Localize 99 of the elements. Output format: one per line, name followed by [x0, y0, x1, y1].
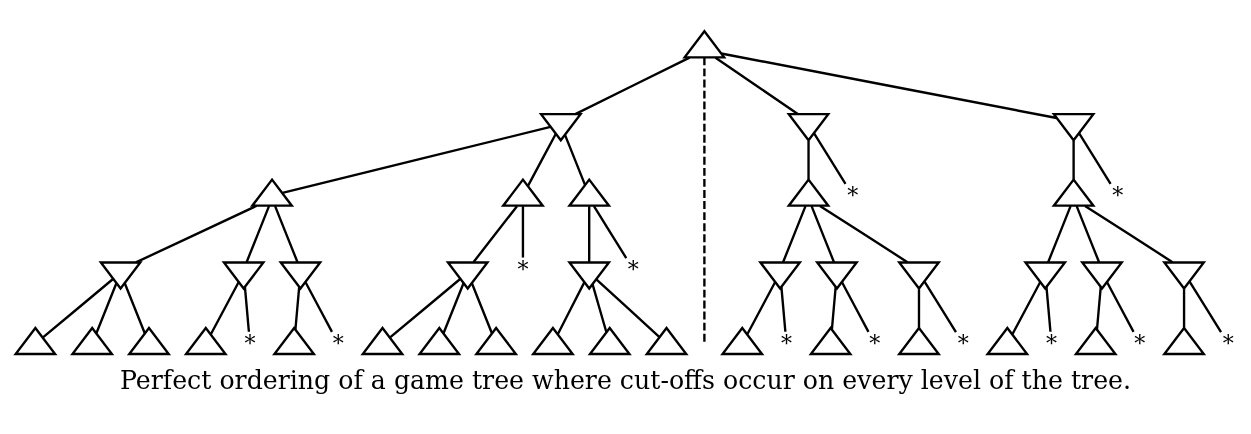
connector — [1078, 132, 1112, 184]
node-triangle — [530, 325, 576, 355]
node-triangle — [644, 325, 689, 355]
connector — [703, 57, 706, 344]
node-triangle — [896, 325, 942, 355]
node-triangle — [360, 325, 405, 355]
node-text: * — [517, 255, 529, 282]
node-triangle — [1073, 325, 1118, 355]
node-text: * — [957, 329, 969, 356]
node-triangle — [682, 28, 727, 59]
connector — [588, 205, 591, 262]
connector — [810, 205, 836, 263]
connector — [563, 133, 587, 185]
connector — [521, 205, 525, 258]
node-down-triangle — [786, 112, 831, 142]
node-text: * — [1134, 329, 1146, 356]
node-text: * — [332, 329, 344, 356]
connector — [470, 282, 493, 334]
node-text: * — [627, 255, 639, 282]
connector — [574, 56, 691, 115]
node-text: * — [1046, 329, 1058, 356]
connector — [923, 280, 957, 333]
connector — [1182, 288, 1186, 328]
node-triangle — [500, 177, 546, 207]
node-triangle — [786, 177, 831, 207]
connector — [1105, 280, 1135, 332]
connector — [721, 51, 1057, 119]
connector — [42, 277, 114, 338]
caption: Perfect ordering of a game tree where cut-offs occur on every level of the tree. — [119, 365, 1132, 395]
node-down-triangle — [1023, 260, 1068, 290]
connector — [245, 205, 271, 263]
connector — [1075, 205, 1101, 263]
connector — [442, 282, 465, 334]
connector — [917, 288, 921, 328]
connector — [714, 56, 799, 115]
connector — [1047, 205, 1072, 263]
connector — [1011, 280, 1042, 335]
node-down-triangle — [445, 260, 490, 290]
connector — [780, 286, 787, 332]
node-down-triangle — [1051, 112, 1096, 142]
connector — [526, 132, 557, 186]
node-down-triangle — [221, 260, 266, 290]
connector — [389, 277, 461, 338]
node-down-triangle — [98, 260, 143, 290]
connector — [95, 282, 118, 334]
node-down-triangle — [278, 260, 323, 290]
node-triangle — [272, 325, 317, 355]
connector — [840, 280, 870, 332]
node-triangle — [567, 177, 612, 207]
connector — [282, 125, 551, 194]
node-triangle — [985, 325, 1030, 355]
node-text: * — [1222, 329, 1234, 356]
node-text: * — [847, 181, 859, 208]
connector — [294, 286, 301, 329]
connector — [1084, 204, 1174, 263]
node-down-triangle — [814, 260, 860, 290]
node-triangle — [474, 325, 519, 355]
connector — [812, 132, 847, 184]
node-down-triangle — [567, 260, 612, 290]
node-triangle — [587, 325, 632, 355]
node-text: * — [244, 329, 256, 356]
node-down-triangle — [758, 260, 803, 290]
connector — [556, 281, 586, 334]
node-down-triangle — [896, 260, 942, 290]
connector — [781, 205, 807, 263]
connector — [591, 283, 608, 333]
connector — [135, 204, 257, 263]
node-down-triangle — [538, 112, 583, 142]
node-down-triangle — [1079, 260, 1125, 290]
connector — [472, 204, 518, 263]
connector — [1072, 140, 1075, 179]
node-triangle — [1161, 325, 1207, 355]
node-text: * — [1112, 181, 1124, 208]
connector — [243, 286, 251, 332]
node-triangle — [70, 325, 115, 355]
connector — [819, 204, 909, 263]
connector — [1045, 286, 1052, 332]
node-triangle — [720, 325, 765, 355]
node-triangle — [1051, 177, 1096, 207]
connector — [1188, 280, 1223, 333]
connector — [209, 280, 240, 335]
connector — [807, 140, 810, 179]
node-triangle — [808, 325, 853, 355]
node-triangle — [417, 325, 462, 355]
node-triangle — [249, 177, 295, 207]
node-down-triangle — [1161, 260, 1207, 290]
connector — [595, 277, 660, 338]
connector — [1095, 286, 1102, 329]
connector — [746, 280, 777, 335]
node-triangle — [183, 325, 228, 355]
node-triangle — [13, 325, 58, 355]
node-triangle — [126, 325, 172, 355]
connector — [830, 286, 837, 329]
connector — [304, 280, 334, 332]
node-text: * — [869, 329, 881, 356]
connector — [123, 282, 146, 334]
node-text: * — [780, 329, 792, 356]
connector — [274, 205, 299, 263]
connector — [592, 205, 628, 259]
